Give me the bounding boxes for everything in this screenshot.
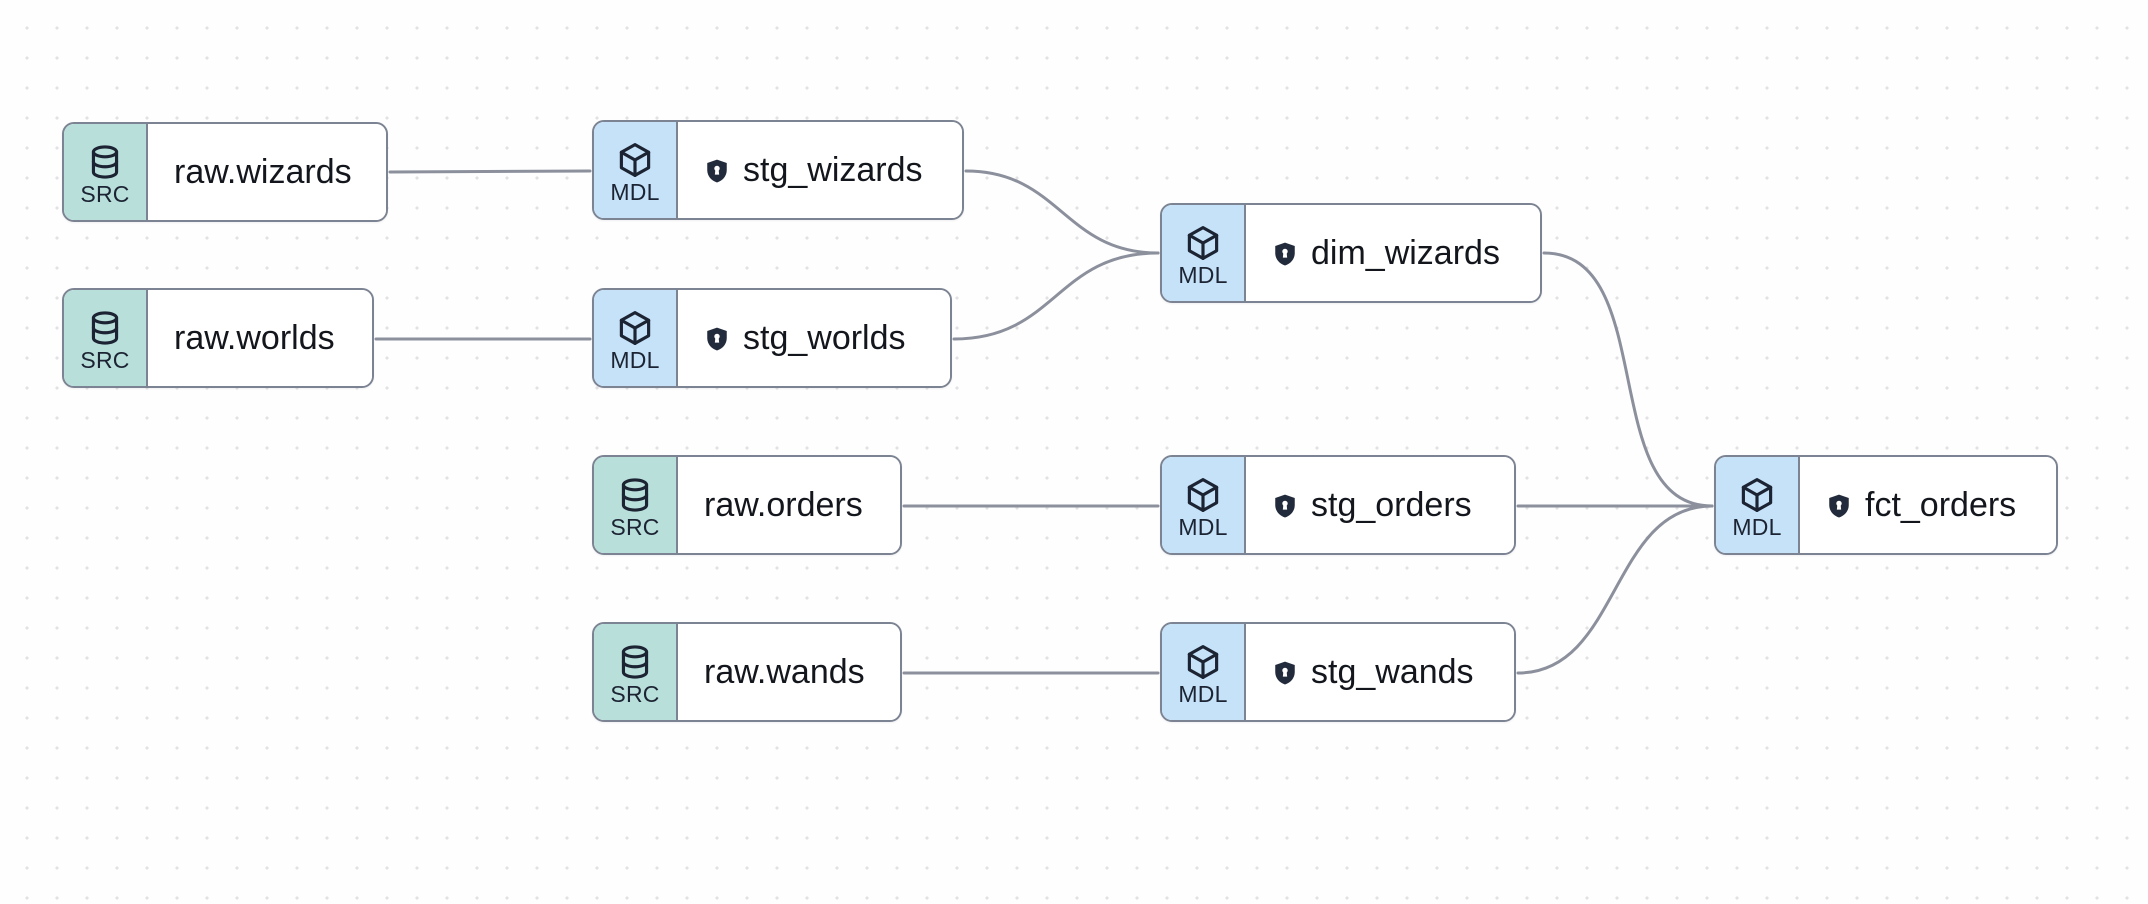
edge-stg_wizards-to-dim_wizards[interactable] bbox=[964, 169, 1160, 255]
node-type-badge-stg_wizards: MDL bbox=[594, 122, 678, 218]
node-stg_wands[interactable]: MDL stg_wands bbox=[1160, 622, 1516, 722]
node-type-label: MDL bbox=[1732, 513, 1782, 540]
node-label: stg_worlds bbox=[743, 319, 906, 357]
shield-lock-icon bbox=[1826, 493, 1852, 519]
node-type-label: MDL bbox=[1178, 261, 1228, 288]
node-body-fct_orders: fct_orders bbox=[1800, 457, 2056, 553]
node-type-badge-raw_worlds: SRC bbox=[64, 290, 148, 386]
node-type-label: SRC bbox=[610, 680, 660, 707]
edge-stg_worlds-to-dim_wizards[interactable] bbox=[952, 251, 1160, 341]
shield-lock-icon bbox=[1272, 660, 1298, 686]
node-raw_worlds[interactable]: SRC raw.worlds bbox=[62, 288, 374, 388]
shield-lock-icon bbox=[1272, 241, 1298, 267]
node-stg_worlds[interactable]: MDL stg_worlds bbox=[592, 288, 952, 388]
node-label: raw.wizards bbox=[174, 153, 352, 191]
node-stg_orders[interactable]: MDL stg_orders bbox=[1160, 455, 1516, 555]
node-type-label: SRC bbox=[80, 346, 130, 373]
node-body-stg_orders: stg_orders bbox=[1246, 457, 1514, 553]
node-type-label: SRC bbox=[610, 513, 660, 540]
database-icon bbox=[616, 476, 654, 514]
node-type-badge-raw_orders: SRC bbox=[594, 457, 678, 553]
node-type-label: SRC bbox=[80, 180, 130, 207]
node-label: raw.orders bbox=[704, 486, 863, 524]
node-type-label: MDL bbox=[1178, 680, 1228, 707]
shield-lock-icon bbox=[704, 326, 730, 352]
node-raw_wands[interactable]: SRC raw.wands bbox=[592, 622, 902, 722]
node-body-stg_wands: stg_wands bbox=[1246, 624, 1514, 720]
shield-lock-icon bbox=[1272, 493, 1298, 519]
node-label: dim_wizards bbox=[1311, 234, 1500, 272]
node-body-dim_wizards: dim_wizards bbox=[1246, 205, 1540, 301]
cube-icon bbox=[1184, 476, 1222, 514]
database-icon bbox=[86, 143, 124, 181]
node-type-badge-stg_wands: MDL bbox=[1162, 624, 1246, 720]
cube-icon bbox=[1184, 643, 1222, 681]
node-body-raw_wizards: raw.wizards bbox=[148, 124, 386, 220]
node-type-badge-dim_wizards: MDL bbox=[1162, 205, 1246, 301]
node-type-badge-fct_orders: MDL bbox=[1716, 457, 1800, 553]
cube-icon bbox=[616, 141, 654, 179]
shield-lock-icon bbox=[704, 158, 730, 184]
node-type-badge-raw_wizards: SRC bbox=[64, 124, 148, 220]
database-icon bbox=[86, 309, 124, 347]
node-type-badge-stg_worlds: MDL bbox=[594, 290, 678, 386]
node-raw_orders[interactable]: SRC raw.orders bbox=[592, 455, 902, 555]
node-raw_wizards[interactable]: SRC raw.wizards bbox=[62, 122, 388, 222]
database-icon bbox=[616, 643, 654, 681]
node-type-label: MDL bbox=[610, 178, 660, 205]
node-body-raw_wands: raw.wands bbox=[678, 624, 900, 720]
cube-icon bbox=[1738, 476, 1776, 514]
node-label: raw.worlds bbox=[174, 319, 335, 357]
cube-icon bbox=[1184, 224, 1222, 262]
node-dim_wizards[interactable]: MDL dim_wizards bbox=[1160, 203, 1542, 303]
node-type-label: MDL bbox=[1178, 513, 1228, 540]
node-label: stg_orders bbox=[1311, 486, 1472, 524]
node-body-raw_orders: raw.orders bbox=[678, 457, 900, 553]
node-type-label: MDL bbox=[610, 346, 660, 373]
cube-icon bbox=[616, 309, 654, 347]
node-stg_wizards[interactable]: MDL stg_wizards bbox=[592, 120, 964, 220]
edge-raw_wizards-to-stg_wizards[interactable] bbox=[388, 169, 592, 174]
node-fct_orders[interactable]: MDL fct_orders bbox=[1714, 455, 2058, 555]
node-body-stg_worlds: stg_worlds bbox=[678, 290, 950, 386]
node-label: raw.wands bbox=[704, 653, 865, 691]
node-label: stg_wizards bbox=[743, 151, 923, 189]
node-label: fct_orders bbox=[1865, 486, 2017, 524]
node-label: stg_wands bbox=[1311, 653, 1474, 691]
edge-dim_wizards-to-fct_orders[interactable] bbox=[1542, 251, 1714, 508]
node-type-badge-stg_orders: MDL bbox=[1162, 457, 1246, 553]
edge-stg_wands-to-fct_orders[interactable] bbox=[1516, 504, 1714, 675]
node-body-stg_wizards: stg_wizards bbox=[678, 122, 962, 218]
node-type-badge-raw_wands: SRC bbox=[594, 624, 678, 720]
node-body-raw_worlds: raw.worlds bbox=[148, 290, 372, 386]
